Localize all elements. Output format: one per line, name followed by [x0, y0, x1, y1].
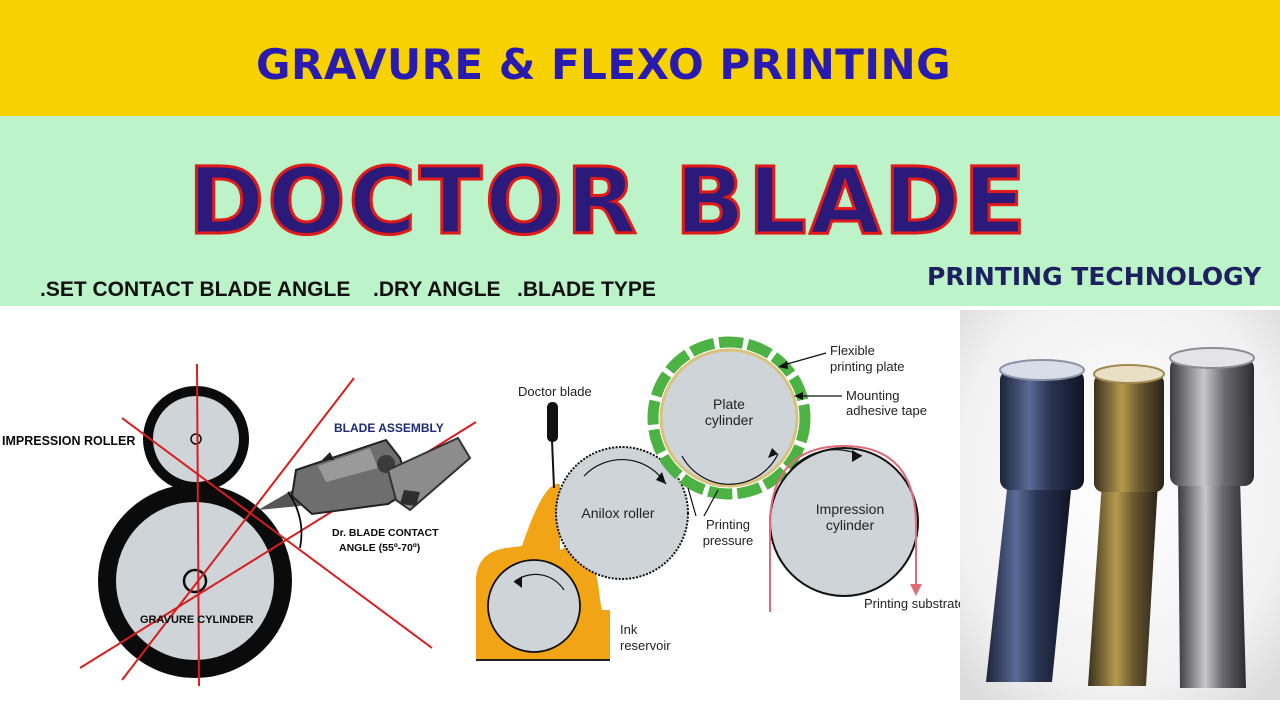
plate-cylinder-label-line1: Plate: [713, 396, 745, 412]
printing-substrate-label: Printing substrate: [864, 596, 965, 611]
flexo-unit-diagram: Doctor blade Flexible printing plate Mou…: [476, 336, 965, 661]
ink-pan-roller-shape: [487, 559, 581, 653]
subject-label: PRINTING TECHNOLOGY: [927, 262, 1262, 291]
ink-reservoir-label-line2: reservoir: [620, 638, 671, 653]
contact-angle-label-line2: ANGLE (55º-70º): [339, 542, 420, 554]
blade-angle-line: [121, 377, 355, 681]
header-green-band: [0, 116, 1280, 306]
contact-angle-label-line1: Dr. BLADE CONTACT: [332, 527, 439, 539]
mounting-tape-label-line2: adhesive tape: [846, 403, 927, 418]
topic-blade-type: .BLADE TYPE: [517, 278, 656, 301]
flexible-plate-ring: [647, 336, 811, 500]
series-title: GRAVURE & FLEXO PRINTING: [256, 40, 952, 89]
vertical-reference-line: [196, 363, 200, 687]
blue-blade-roll: [986, 359, 1085, 682]
blade-rolls-illustration: [960, 310, 1280, 700]
gravure-cylinder-axis: [182, 568, 208, 594]
blade-assembly-label: BLADE ASSEMBLY: [334, 421, 444, 435]
gravure-cylinder-shape: [98, 484, 292, 678]
anilox-roller-shape: [555, 446, 689, 580]
printing-pressure-label-line1: Printing: [706, 517, 750, 532]
plate-cylinder-shape: [659, 348, 799, 488]
anilox-roller-arrow: [583, 458, 667, 485]
impression-cylinder-label-line2: cylinder: [826, 517, 875, 533]
printing-pressure-label-line2: pressure: [703, 533, 754, 548]
impression-cylinder-label-line1: Impression: [816, 501, 884, 517]
flexible-plate-label-line2: printing plate: [830, 359, 904, 374]
main-title: DOCTOR BLADE: [186, 147, 1030, 257]
flexible-plate-label-line1: Flexible: [830, 343, 875, 358]
plate-cylinder-label-line2: cylinder: [705, 412, 754, 428]
anilox-roller-label: Anilox roller: [581, 505, 654, 521]
gold-blade-roll: [1088, 364, 1165, 686]
topic-blade-angle: .SET CONTACT BLADE ANGLE: [40, 278, 351, 301]
doctor-blade-label: Doctor blade: [518, 384, 592, 399]
doctor-blade-shaft: [551, 439, 555, 489]
gravure-blade-diagram: IMPRESSION ROLLER BLADE ASSEMBLY Dr. BLA…: [2, 363, 477, 687]
impression-roller-label: IMPRESSION ROLLER: [2, 434, 135, 448]
steel-blade-roll: [1169, 347, 1255, 688]
impression-roller-axis: [190, 433, 202, 445]
header-yellow-band: GRAVURE & FLEXO PRINTING: [0, 0, 1280, 116]
plate-cylinder-arrow: [681, 453, 779, 485]
contact-angle-arc: [287, 491, 303, 549]
blade-assembly-shape: [258, 436, 472, 516]
gravure-cylinder-label: GRAVURE CYLINDER: [140, 614, 254, 626]
doctor-blade-handle: [547, 402, 558, 442]
printing-substrate-path: [769, 444, 917, 612]
ink-reservoir-label-line1: Ink: [620, 622, 638, 637]
cross-line-left: [121, 417, 433, 649]
mounting-tape-label-line1: Mounting: [846, 388, 899, 403]
printing-substrate-arrow: [910, 584, 922, 596]
topic-dry-angle: .DRY ANGLE: [373, 278, 501, 301]
